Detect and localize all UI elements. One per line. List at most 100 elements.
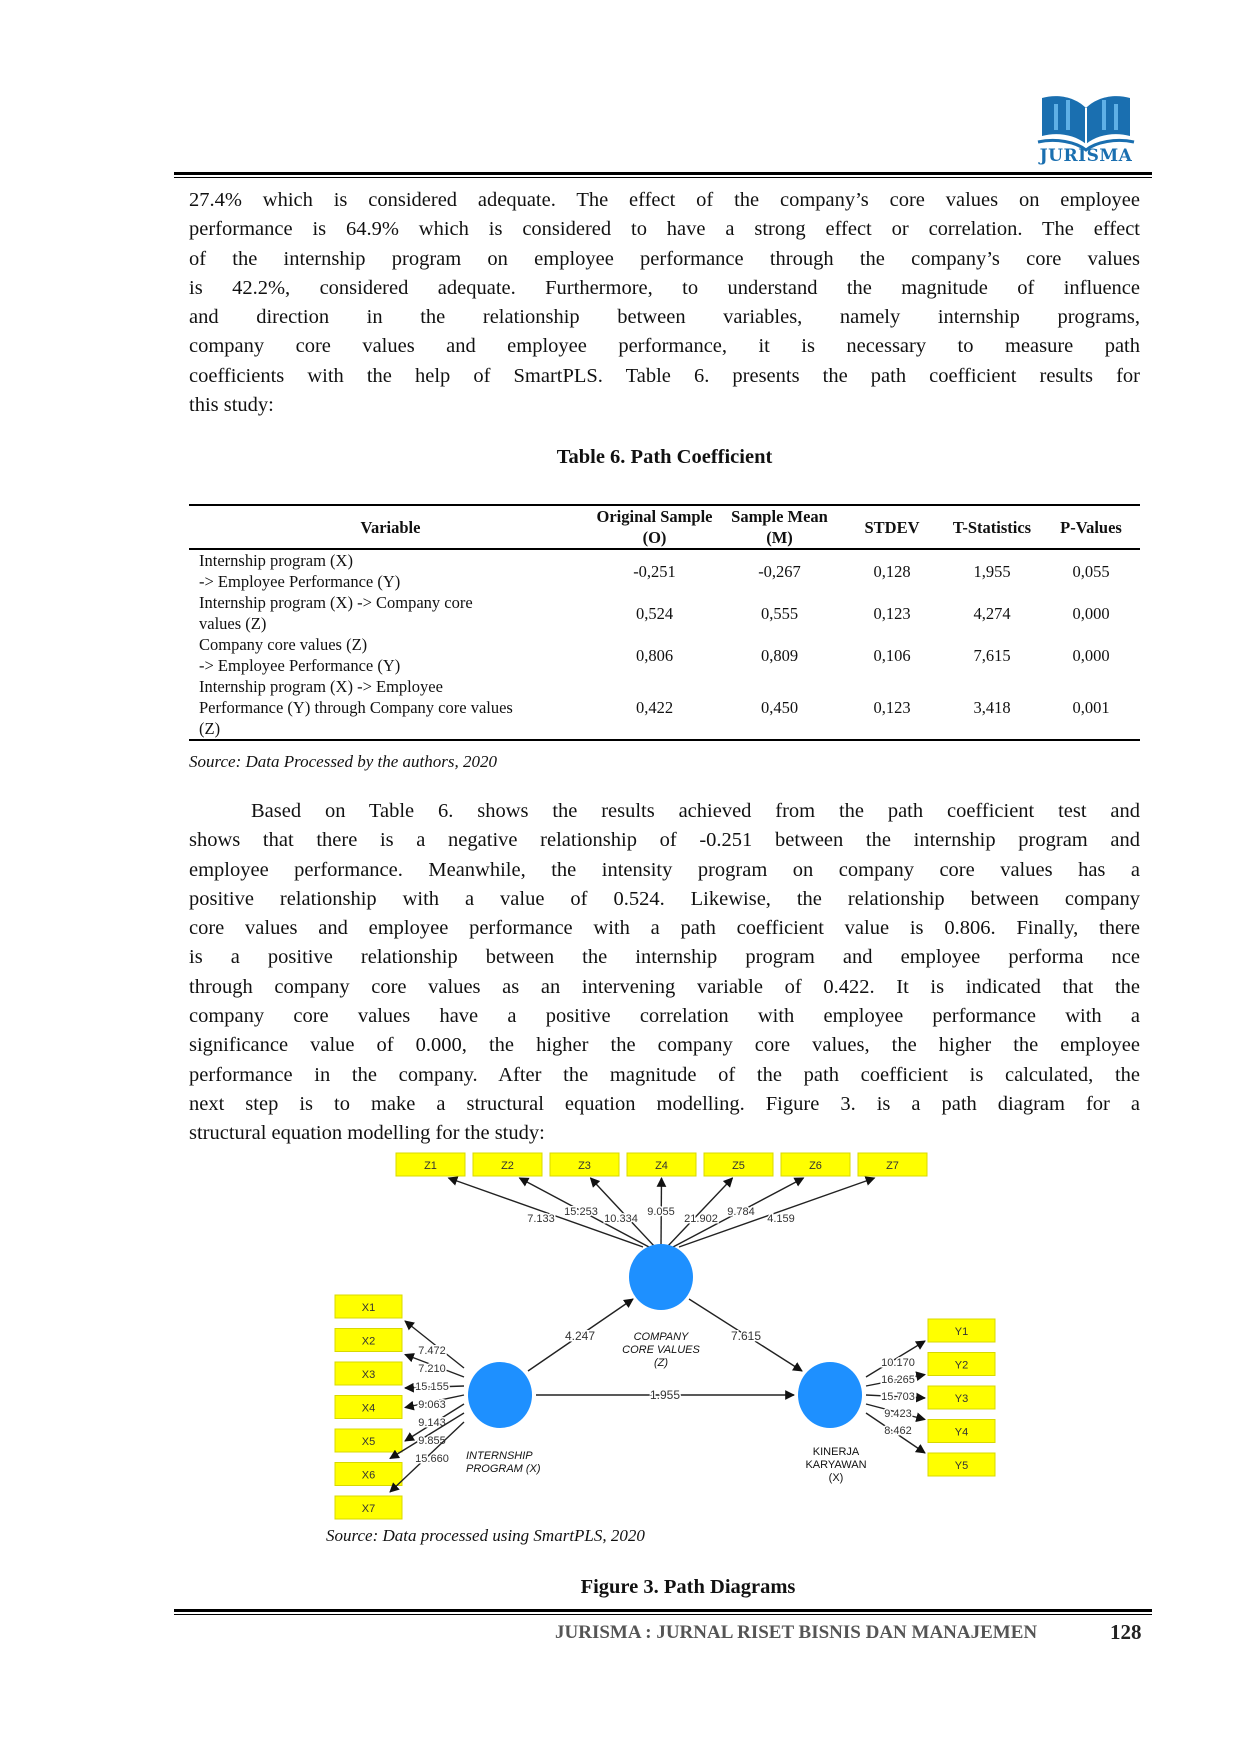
loading-label: 10.170 [881,1357,915,1369]
indicator-box-y4 [927,1419,996,1443]
loading-label: 15.660 [415,1453,449,1465]
indicator-label: X6 [362,1470,375,1482]
loading-arrow [589,1177,656,1248]
header-rule [174,172,1152,175]
loading-label: 4.159 [767,1213,795,1225]
loading-arrow [447,1176,644,1248]
text-line: coefficients with the help of SmartPLS. … [189,364,1140,387]
loading-label: 10.334 [604,1213,638,1225]
indicator-label: Y3 [955,1393,968,1405]
loading-arrow [672,1177,805,1248]
figure-caption: Figure 3. Path Diagrams [580,1576,796,1598]
indicator-label: Y1 [955,1326,968,1338]
loading-label: 16.265 [881,1374,915,1386]
indicator-box-x6 [334,1462,403,1486]
loading-label: 9.855 [418,1435,446,1447]
footer-rule-thin [174,1614,1152,1615]
indicator-label: Z4 [655,1160,668,1172]
loading-arrow [865,1412,926,1454]
path-arrow-x-z [527,1298,634,1372]
column-header: P-Values [1042,504,1140,550]
variable-cell: Internship program (X) -> Employee Perfo… [189,549,592,592]
text-line: performance is 64.9% which is considered… [189,218,1140,241]
loading-arrow [666,1177,734,1248]
loading-arrow [518,1177,650,1248]
variable-text: -> Employee Performance (Y) [199,572,401,591]
value-cell-p: 0,000 [1072,603,1110,623]
loading-label: 7.133 [527,1213,555,1225]
variable-text: Internship program (X) -> Employee [199,677,443,696]
value-cell-o: -0,251 [633,561,676,581]
indicator-label: Y4 [955,1427,968,1439]
loading-arrow [389,1421,465,1493]
loading-arrow [678,1176,876,1248]
text-line: company core values have a positive corr… [189,1005,1140,1028]
variable-text: Internship program (X) -> Company core [199,593,473,612]
loading-label: 21.902 [684,1213,718,1225]
loading-arrow [865,1403,926,1422]
text-line: shows that there is a negative relations… [189,829,1140,852]
table-title: Table 6. Path Coefficient [556,446,773,468]
construct-label: KINERJA [813,1446,860,1458]
indicator-box-z5 [703,1152,774,1177]
variable-text: -> Employee Performance (Y) [199,656,401,675]
value-cell-o: 0,524 [635,603,674,623]
loading-label: 15.703 [881,1391,915,1403]
loading-label: 7.472 [418,1345,446,1357]
text-line: and direction in the relationship betwee… [189,306,1140,329]
footer-journal-name: JURISMA : JURNAL RISET BISNIS DAN MANAJE… [555,1622,1038,1643]
indicator-box-y2 [927,1352,996,1376]
table-row: Company core values (Z)-> Employee Perfo… [189,634,1140,676]
value-cell-o: 0,806 [635,645,674,665]
text-line: company core values and employee perform… [189,335,1140,358]
loading-label: 15.253 [564,1206,598,1218]
loading-label: 7.210 [418,1363,446,1375]
figure-source: Source: Data processed using SmartPLS, 2… [326,1526,645,1545]
column-header: Original Sample (O) [592,504,717,550]
column-header: STDEV [842,504,942,550]
loading-arrow [404,1394,465,1411]
indicator-label: Y2 [955,1360,968,1372]
construct-label: PROGRAM (X) [466,1463,541,1475]
paragraph-2: Based on Table 6. shows the results achi… [189,797,1140,1149]
construct-label: COMPANY [634,1331,689,1343]
construct-label: KARYAWAN [805,1459,866,1471]
column-header: Sample Mean (M) [717,504,842,550]
text-line: through company core values as an interv… [189,975,1140,998]
loading-label: 9.423 [884,1408,912,1420]
table-source: Source: Data Processed by the authors, 2… [189,752,497,771]
path-arrow-z-y [688,1298,803,1372]
text-line: core values and employee performance wit… [189,917,1140,940]
indicator-label: X7 [362,1503,375,1515]
construct-label: INTERNSHIP [466,1450,533,1462]
loading-arrow [389,1412,465,1460]
value-cell-p: 0,001 [1042,676,1140,741]
indicator-label: Y5 [955,1460,968,1472]
value-cell-stdev: 0,123 [842,676,942,741]
text-line: structural equation modelling for the st… [189,1122,545,1145]
indicator-box-z3 [549,1152,620,1177]
loading-arrow [656,1177,667,1248]
value-cell-t: 3,418 [942,676,1042,741]
indicator-box-x3 [334,1361,403,1386]
loading-label: 8.462 [884,1425,912,1437]
loading-arrow [865,1340,926,1378]
loading-arrow [404,1403,465,1442]
indicator-box-x4 [334,1395,403,1419]
text-line: is a positive relationship between the i… [189,946,1140,969]
indicator-label: Z6 [809,1160,822,1172]
page-number: 128 [1110,1620,1142,1644]
construct-label: (X) [829,1472,844,1484]
indicator-box-x1 [334,1294,403,1319]
construct-company-core-values [629,1244,693,1310]
construct-kinerja-karyawan [798,1362,862,1428]
footer-rule [174,1609,1152,1612]
loading-label: 9.143 [418,1417,446,1429]
loading-label: 7.615 [731,1329,761,1343]
indicator-box-x5 [334,1428,403,1453]
value-cell-stdev: 0,106 [873,645,911,665]
column-header: T-Statistics [942,504,1042,550]
text-line: 27.4% which is considered adequate. The … [189,189,1140,211]
